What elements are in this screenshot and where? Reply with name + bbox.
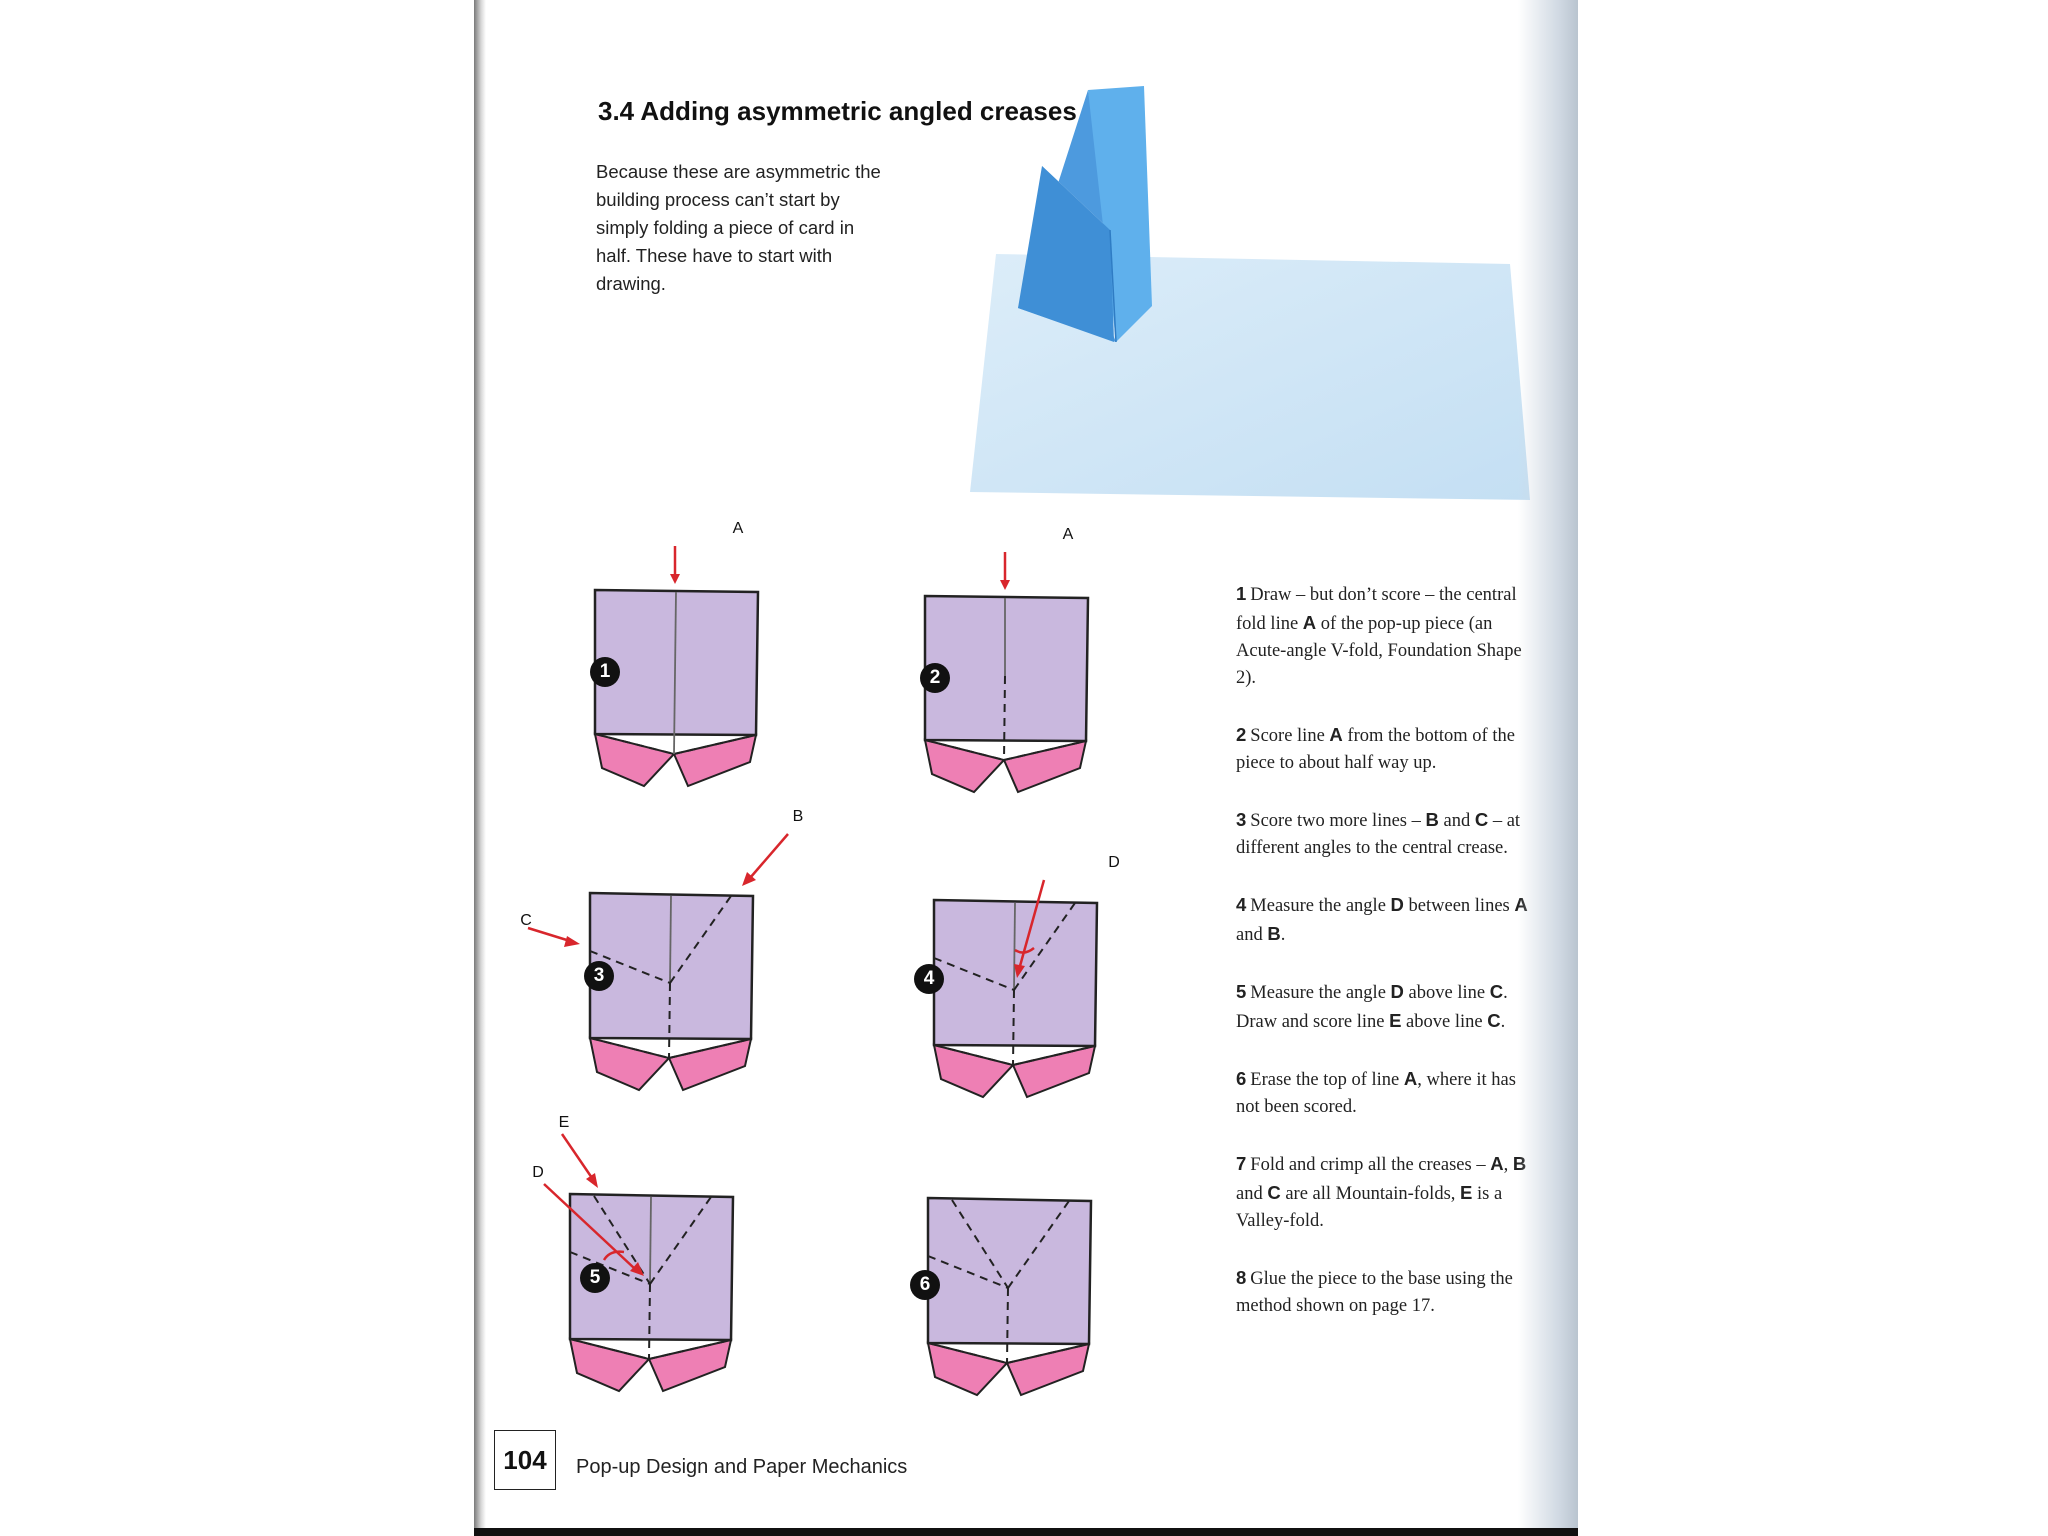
label-b: B	[792, 808, 804, 825]
step-line-label: E	[1460, 1182, 1473, 1203]
step-text: Measure the angle	[1250, 983, 1391, 1003]
step-line-label: C	[1487, 1010, 1501, 1031]
diagram-number-3: 3	[584, 961, 614, 991]
diagram-number-2: 2	[920, 663, 950, 693]
page-edge-shadow	[1518, 0, 1578, 1536]
label-a-2: A	[1062, 526, 1074, 543]
step-text: above line	[1403, 983, 1490, 1003]
diagram-4	[932, 879, 1099, 1099]
book-page: 3.4 Adding asymmetric angled creases Bec…	[474, 0, 1578, 1536]
step-text: .	[1280, 925, 1286, 945]
popup-right-face	[1088, 86, 1152, 342]
step-number: 4	[1236, 894, 1247, 915]
step-line-label: C	[1489, 981, 1504, 1002]
step-text: are all Mountain-folds,	[1280, 1184, 1461, 1204]
step-line-label: E	[1389, 1010, 1402, 1031]
step-text: , where it has not been scored.	[1236, 1070, 1516, 1117]
step-text: between lines	[1403, 896, 1515, 916]
step-text: Score line	[1250, 726, 1330, 746]
step-text: is a Valley-fold.	[1236, 1184, 1503, 1231]
step-line-label: D	[1390, 894, 1404, 915]
step-text: .	[1500, 1012, 1506, 1032]
glue-tab	[672, 733, 758, 788]
diagram-number-6: 6	[910, 1270, 940, 1300]
diagram-5	[543, 1133, 735, 1393]
step-text: Draw – but don’t score – the central fol…	[1236, 585, 1517, 634]
page-bottom-edge	[474, 1528, 1578, 1536]
step-line-label: D	[1390, 981, 1404, 1002]
line-a	[673, 591, 677, 755]
step-line-label: A	[1403, 1068, 1418, 1089]
label-d-4: D	[1108, 854, 1120, 871]
step-line-label: C	[1267, 1182, 1281, 1203]
label-a-1: A	[732, 520, 744, 537]
step-number: 8	[1236, 1267, 1247, 1288]
step-text: above line	[1401, 1012, 1488, 1032]
step-line-label: B	[1267, 923, 1281, 944]
page-number: 104	[494, 1430, 556, 1490]
step-text: and	[1236, 925, 1268, 945]
step-text: ,	[1503, 1155, 1513, 1175]
intro-text: Because these are asymmetric the buildin…	[596, 161, 881, 294]
step-line-label: A	[1329, 724, 1343, 745]
diagram-number-1: 1	[590, 657, 620, 687]
step-text: from the bottom of the piece to about ha…	[1236, 726, 1515, 773]
step-line-label: C	[1474, 809, 1489, 830]
book-spine-shadow	[474, 0, 486, 1536]
label-e: E	[558, 1114, 570, 1131]
step-text: and	[1236, 1184, 1268, 1204]
step-number: 2	[1236, 724, 1247, 745]
step-number: 7	[1236, 1153, 1247, 1174]
diagram-6	[926, 1196, 1093, 1397]
popup-front	[1018, 166, 1114, 342]
diagram-number-4: 4	[914, 964, 944, 994]
book-title: Pop-up Design and Paper Mechanics	[576, 1456, 908, 1478]
step-number: 6	[1236, 1068, 1247, 1089]
step-text: Measure the angle	[1250, 896, 1391, 916]
step-text: Glue the piece to the base using the met…	[1236, 1269, 1513, 1316]
step-number: 1	[1236, 583, 1247, 604]
step-text: Erase the top of line	[1250, 1070, 1404, 1090]
step-text: – at different angles to the central cre…	[1236, 811, 1521, 858]
step-text: and	[1438, 811, 1475, 831]
diagram-3	[527, 833, 789, 1092]
popup-crease	[1109, 229, 1117, 343]
label-d-5: D	[532, 1164, 544, 1181]
step-text: of the pop-up piece (an Acute-angle V-fo…	[1236, 614, 1522, 688]
step-number: 3	[1236, 809, 1247, 830]
step-number: 5	[1236, 981, 1247, 1002]
popup-photo	[970, 86, 1530, 500]
step-text: Score two more lines –	[1250, 811, 1426, 831]
step-line-label: A	[1302, 612, 1317, 633]
step-text: . Draw and score line	[1236, 983, 1508, 1032]
step-line-label: A	[1490, 1153, 1504, 1174]
diagram-1	[593, 546, 760, 788]
glue-tab	[593, 732, 676, 788]
step-text: Fold and crimp all the creases –	[1250, 1155, 1491, 1175]
label-c: C	[520, 912, 532, 929]
step-line-label: B	[1425, 809, 1439, 830]
diagram-number-5: 5	[580, 1263, 610, 1293]
diagram-2	[923, 552, 1090, 794]
section-title: 3.4 Adding asymmetric angled creases	[598, 96, 1077, 126]
